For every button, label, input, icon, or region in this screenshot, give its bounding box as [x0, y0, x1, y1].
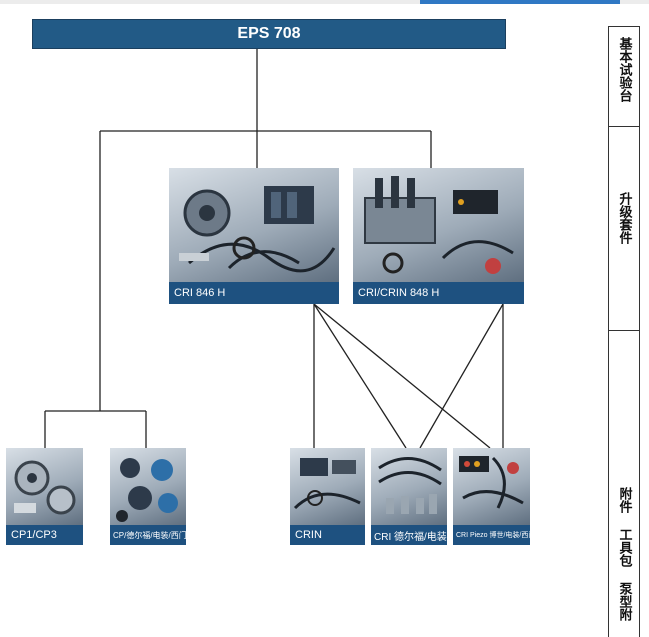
- diagram-title: EPS 708: [32, 19, 506, 49]
- sidebar-section-base-bench[interactable]: 基本试验台: [609, 27, 639, 127]
- sidebar-section-label: 升级套件: [616, 192, 632, 244]
- accessory-photo: [6, 448, 83, 525]
- component-illustration: [378, 457, 442, 514]
- accessory-card-cri-delphi-denso[interactable]: CRI 德尔福/电装: [371, 448, 447, 545]
- accessory-photo: [453, 448, 530, 525]
- sidebar-section-label: 附件 工具包 泵型附: [616, 487, 632, 621]
- accessory-caption: CRIN: [290, 525, 365, 545]
- component-illustration: [293, 458, 361, 510]
- accessory-card-cp1-cp3[interactable]: CP1/CP3: [6, 448, 83, 545]
- component-illustration: [179, 186, 336, 273]
- accessory-photo: [290, 448, 365, 525]
- component-illustration: [14, 460, 76, 515]
- accessory-caption: CRI Piezo 博世/电装/西门子: [453, 525, 530, 545]
- kit-card-cri-846h[interactable]: CRI 846 H: [169, 168, 339, 304]
- sidebar-section-accessories[interactable]: 附件 工具包 泵型附: [609, 331, 639, 637]
- accessory-caption: CP/德尔福/电装/西门子: [110, 525, 186, 545]
- kit-caption: CRI 846 H: [169, 282, 339, 304]
- accessory-caption: CP1/CP3: [6, 525, 83, 545]
- section-sidebar: 基本试验台 升级套件 附件 工具包 泵型附: [608, 26, 640, 637]
- component-illustration: [116, 458, 178, 522]
- kit-card-cri-crin-848h[interactable]: CRI/CRIN 848 H: [353, 168, 524, 304]
- kit-photo: [169, 168, 339, 282]
- sidebar-section-label: 基本试验台: [616, 37, 632, 102]
- accessory-card-cp-delphi-denso-siemens[interactable]: CP/德尔福/电装/西门子: [110, 448, 186, 545]
- kit-photo: [353, 168, 524, 282]
- component-illustration: [459, 456, 524, 509]
- sidebar-section-upgrade-kits[interactable]: 升级套件: [609, 127, 639, 331]
- accessory-caption: CRI 德尔福/电装: [371, 525, 447, 545]
- accessory-photo: [371, 448, 447, 525]
- accessory-card-crin[interactable]: CRIN: [290, 448, 365, 545]
- component-illustration: [364, 176, 514, 274]
- accessory-card-cri-piezo[interactable]: CRI Piezo 博世/电装/西门子: [453, 448, 530, 545]
- active-tab-indicator: [420, 0, 620, 4]
- kit-caption: CRI/CRIN 848 H: [353, 282, 524, 304]
- accessory-photo: [110, 448, 186, 525]
- top-tab-bar: [0, 0, 649, 4]
